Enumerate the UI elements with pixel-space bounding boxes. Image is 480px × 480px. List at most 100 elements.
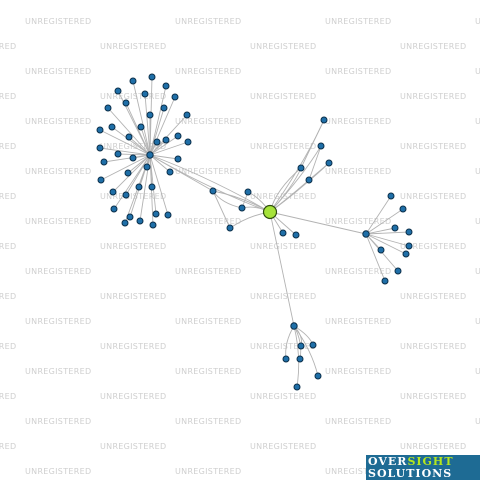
graph-node[interactable] bbox=[391, 224, 399, 232]
watermark-text: UNREGISTERED bbox=[175, 367, 241, 376]
graph-node[interactable] bbox=[122, 99, 130, 107]
watermark-text: UNREGISTERED bbox=[475, 67, 480, 76]
graph-node[interactable] bbox=[279, 229, 287, 237]
watermark-text: UNREGISTERED bbox=[25, 117, 91, 126]
graph-node[interactable] bbox=[399, 205, 407, 213]
watermark-text: UNREGISTERED bbox=[250, 242, 316, 251]
oversight-solutions-logo: OVERSIGHT SOLUTIONS bbox=[366, 455, 480, 480]
watermark-text: UNREGISTERED bbox=[250, 342, 316, 351]
graph-node[interactable] bbox=[122, 191, 130, 199]
graph-node[interactable] bbox=[297, 342, 305, 350]
graph-node[interactable] bbox=[309, 341, 317, 349]
watermark-text: UNREGISTERED bbox=[400, 342, 466, 351]
watermark-text: UNREGISTERED bbox=[475, 267, 480, 276]
graph-node[interactable] bbox=[305, 176, 313, 184]
graph-node[interactable] bbox=[377, 246, 385, 254]
graph-edge bbox=[111, 126, 151, 156]
graph-node[interactable] bbox=[394, 267, 402, 275]
watermark-text: UNREGISTERED bbox=[0, 42, 16, 51]
graph-node[interactable] bbox=[238, 204, 246, 212]
graph-node[interactable] bbox=[282, 355, 290, 363]
graph-node[interactable] bbox=[244, 188, 252, 196]
graph-node[interactable] bbox=[174, 155, 182, 163]
graph-node[interactable] bbox=[314, 372, 322, 380]
graph-node[interactable] bbox=[174, 132, 182, 140]
graph-edge bbox=[269, 211, 367, 235]
graph-node[interactable] bbox=[162, 82, 170, 90]
watermark-text: UNREGISTERED bbox=[250, 92, 316, 101]
graph-node[interactable] bbox=[226, 224, 234, 232]
graph-node[interactable] bbox=[320, 116, 328, 124]
graph-edge bbox=[149, 154, 169, 216]
watermark-text: UNREGISTERED bbox=[325, 67, 391, 76]
watermark-text: UNREGISTERED bbox=[175, 267, 241, 276]
graph-node[interactable] bbox=[209, 187, 217, 195]
graph-node[interactable] bbox=[146, 111, 154, 119]
watermark-text: UNREGISTERED bbox=[0, 342, 16, 351]
graph-node[interactable] bbox=[110, 205, 118, 213]
graph-node[interactable] bbox=[405, 228, 413, 236]
graph-node[interactable] bbox=[405, 242, 413, 250]
watermark-text: UNREGISTERED bbox=[475, 167, 480, 176]
graph-node[interactable] bbox=[108, 123, 116, 131]
hub-node[interactable] bbox=[362, 230, 370, 238]
graph-node[interactable] bbox=[153, 138, 161, 146]
graph-node[interactable] bbox=[292, 231, 300, 239]
graph-node[interactable] bbox=[96, 126, 104, 134]
graph-node[interactable] bbox=[183, 111, 191, 119]
graph-node[interactable] bbox=[160, 104, 168, 112]
graph-node[interactable] bbox=[121, 219, 129, 227]
graph-node[interactable] bbox=[114, 150, 122, 158]
graph-node[interactable] bbox=[143, 163, 151, 171]
graph-edge bbox=[140, 126, 151, 156]
graph-node[interactable] bbox=[164, 211, 172, 219]
graph-node[interactable] bbox=[152, 210, 160, 218]
graph-node[interactable] bbox=[109, 188, 117, 196]
graph-node[interactable] bbox=[129, 77, 137, 85]
watermark-text: UNREGISTERED bbox=[100, 342, 166, 351]
graph-node[interactable] bbox=[317, 142, 325, 150]
watermark-text: UNREGISTERED bbox=[100, 292, 166, 301]
graph-node[interactable] bbox=[148, 183, 156, 191]
graph-node[interactable] bbox=[171, 93, 179, 101]
graph-node[interactable] bbox=[149, 221, 157, 229]
logo-word-sight: SIGHT bbox=[407, 455, 454, 468]
graph-node[interactable] bbox=[141, 90, 149, 98]
graph-node[interactable] bbox=[136, 217, 144, 225]
graph-node[interactable] bbox=[97, 176, 105, 184]
graph-node[interactable] bbox=[100, 158, 108, 166]
graph-node[interactable] bbox=[126, 213, 134, 221]
graph-node[interactable] bbox=[166, 168, 174, 176]
graph-edge bbox=[128, 136, 151, 156]
graph-node[interactable] bbox=[124, 169, 132, 177]
graph-node[interactable] bbox=[135, 183, 143, 191]
graph-node[interactable] bbox=[148, 73, 156, 81]
hub-node[interactable] bbox=[290, 322, 298, 330]
graph-node[interactable] bbox=[381, 277, 389, 285]
graph-node[interactable] bbox=[296, 355, 304, 363]
center-node[interactable] bbox=[262, 204, 278, 220]
graph-node[interactable] bbox=[125, 133, 133, 141]
watermark-text: UNREGISTERED bbox=[250, 392, 316, 401]
graph-node[interactable] bbox=[402, 250, 410, 258]
graph-edge bbox=[365, 233, 410, 247]
hub-node[interactable] bbox=[146, 151, 154, 159]
graph-node[interactable] bbox=[184, 138, 192, 146]
graph-node[interactable] bbox=[293, 383, 301, 391]
graph-node[interactable] bbox=[114, 87, 122, 95]
watermark-text: UNREGISTERED bbox=[100, 442, 166, 451]
graph-node[interactable] bbox=[297, 164, 305, 172]
graph-node[interactable] bbox=[104, 104, 112, 112]
graph-edge bbox=[149, 107, 165, 156]
graph-node[interactable] bbox=[129, 154, 137, 162]
watermark-text: UNREGISTERED bbox=[175, 17, 241, 26]
watermark-text: UNREGISTERED bbox=[400, 242, 466, 251]
graph-node[interactable] bbox=[387, 192, 395, 200]
graph-node[interactable] bbox=[325, 159, 333, 167]
graph-node[interactable] bbox=[162, 136, 170, 144]
watermark-text: UNREGISTERED bbox=[100, 242, 166, 251]
graph-edge bbox=[149, 85, 167, 156]
graph-node[interactable] bbox=[137, 123, 145, 131]
watermark-text: UNREGISTERED bbox=[400, 92, 466, 101]
graph-node[interactable] bbox=[96, 144, 104, 152]
